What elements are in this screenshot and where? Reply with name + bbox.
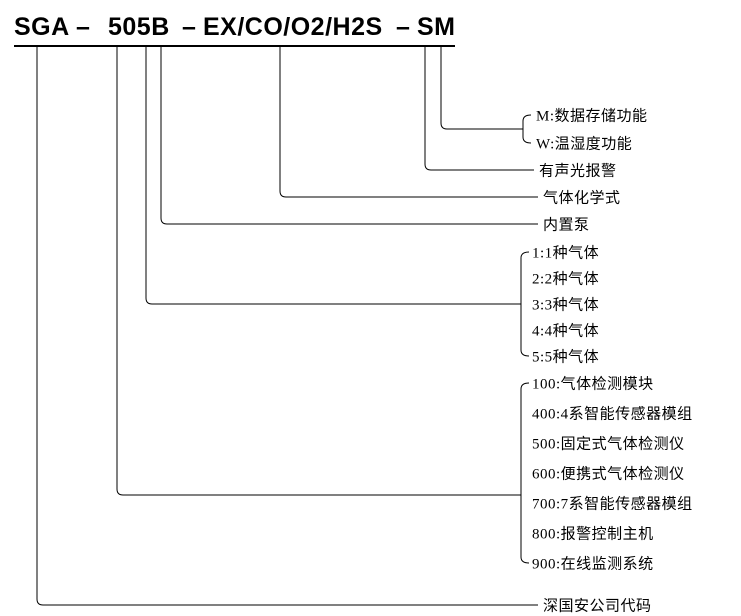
connector-pump: [160, 47, 538, 225]
series-option-900: 900:在线监测系统: [532, 556, 654, 573]
series-option-700: 700:7系智能传感器模组: [532, 496, 693, 513]
title-dash-2: –: [182, 13, 197, 41]
connector-series: [116, 47, 521, 496]
gas-count-option-5: 5:5种气体: [532, 349, 600, 366]
gas-count-option-4: 4:4种气体: [532, 323, 600, 340]
options-segment: SM: [417, 13, 456, 41]
model-number-segment: 505B: [108, 13, 170, 41]
label-m-storage: M:数据存储功能: [536, 108, 648, 125]
connector-storage-options: [440, 47, 523, 130]
connector-company-code: [36, 47, 538, 606]
gas-count-option-2: 2:2种气体: [532, 271, 600, 288]
series-option-500: 500:固定式气体检测仪: [532, 436, 685, 453]
bracket-storage-options: [522, 114, 532, 144]
label-gas-formula: 气体化学式: [543, 190, 621, 207]
connector-gas-count: [145, 47, 521, 305]
label-w-temp-humidity: W:温湿度功能: [536, 136, 633, 153]
series-option-100: 100:气体检测模块: [532, 376, 654, 393]
series-option-600: 600:便携式气体检测仪: [532, 466, 685, 483]
gas-formula-segment: EX/CO/O2/H2S: [203, 13, 383, 41]
model-company-segment: SGA: [14, 13, 70, 41]
connector-alarm: [424, 47, 534, 171]
label-company-code: 深国安公司代码: [543, 598, 652, 615]
series-option-400: 400:4系智能传感器模组: [532, 406, 693, 423]
connector-gas-formula: [279, 47, 538, 198]
title-underline: [14, 45, 455, 47]
label-sound-light-alarm: 有声光报警: [539, 163, 617, 180]
gas-count-option-3: 3:3种气体: [532, 297, 600, 314]
bracket-series-options: [520, 382, 530, 564]
label-built-in-pump: 内置泵: [543, 217, 590, 234]
gas-count-option-1: 1:1种气体: [532, 245, 600, 262]
title-dash-1: –: [76, 13, 91, 41]
series-option-800: 800:报警控制主机: [532, 526, 654, 543]
title-dash-3: –: [396, 13, 411, 41]
bracket-gas-count: [520, 251, 530, 357]
